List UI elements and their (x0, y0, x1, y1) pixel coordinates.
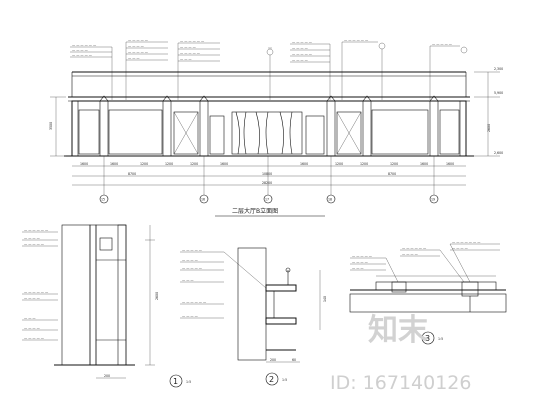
level-label-top: 2,300 (494, 67, 503, 71)
svg-text:— — — —: — — — — (352, 260, 369, 264)
elevation-columns (71, 95, 467, 157)
svg-text:— — — —: — — — — (72, 48, 89, 52)
dim-1: 1600 (80, 162, 88, 166)
dim-2: 1600 (110, 162, 118, 166)
svg-text:— — — — —: — — — — — (180, 51, 201, 55)
elevation-dimension-total: 28200 (72, 181, 466, 186)
detail1-dim-height: 2600 (155, 292, 159, 300)
svg-text:— — — —: — — — — (24, 326, 41, 330)
svg-text:— — —: — — — (24, 316, 36, 320)
svg-text:— — — — —: — — — — — (182, 248, 203, 252)
svg-text:— — — —: — — — — (402, 252, 419, 256)
svg-text:— — — — — —: — — — — — — (24, 228, 49, 232)
detail2-scale: 1:5 (282, 378, 287, 382)
svg-text:— — — — — —: — — — — — — (72, 43, 97, 47)
detail1-label: 1 (173, 377, 178, 386)
svg-text:— — — — —: — — — — — (182, 266, 203, 270)
left-dim-height: 3500 (49, 122, 53, 130)
dim-3: 1200 (140, 162, 148, 166)
svg-text:— — — —: — — — — (24, 296, 41, 300)
axis-label-1: 15 (101, 198, 105, 202)
dim-bay-1: 8700 (128, 172, 136, 176)
dim-6: 1600 (220, 162, 228, 166)
detail3-scale: 1:5 (438, 337, 443, 341)
svg-text:— — — — — —: — — — — — — (180, 39, 205, 43)
dim-12: 1600 (446, 162, 454, 166)
dim-9: 1200 (360, 162, 368, 166)
detail-1-drawing: — — — — — — — — — — — — — — — — — — — — … (22, 224, 191, 388)
svg-text:— — —: — — — (128, 56, 140, 60)
elevation-title: 二层大厅B立面图 (232, 207, 278, 215)
level-label-ceiling: 5,900 (494, 91, 503, 95)
svg-text:— — — —: — — — — (292, 58, 309, 62)
axis-label-5: 19 (431, 198, 435, 202)
dim-total: 28200 (262, 181, 272, 185)
detail2-dim-width: 200 (270, 358, 276, 362)
svg-text:— — — —: — — — — (452, 246, 469, 250)
svg-text:— — —: — — — (180, 57, 192, 61)
dim-bay-2: 10800 (262, 172, 272, 176)
level-label-height: 2600 (487, 124, 491, 132)
svg-text:— — — — —: — — — — — (352, 254, 373, 258)
detail3-label: 3 (425, 334, 430, 343)
detail2-dim-small: 60 (292, 358, 296, 362)
dim-bay-3: 8700 (388, 172, 396, 176)
axis-label-2: 16 (201, 198, 205, 202)
detail1-scale: 1:5 (186, 380, 191, 384)
elevation-left-dims: 3500 (49, 96, 66, 157)
detail2-label: 2 (269, 375, 274, 384)
detail-3-drawing: — — — — — — — — — — — — — — — — — — — — … (349, 240, 507, 345)
svg-text:— — — —: — — — — (182, 314, 199, 318)
elevation-level-marks: 2,300 5,900 2600 2,600 (474, 67, 503, 157)
svg-text:— — — — —: — — — — — (432, 42, 453, 46)
svg-text:— — — — —: — — — — — (292, 40, 313, 44)
axis-label-3: 17 (265, 198, 269, 202)
axis-label-4: 18 (328, 198, 332, 202)
dim-4: 1200 (165, 162, 173, 166)
svg-text:— — — — —: — — — — — (72, 53, 93, 57)
svg-text:— — — — — —: — — — — — — (182, 300, 207, 304)
level-label-floor: 2,600 (494, 151, 503, 155)
dim-8: 1200 (335, 162, 343, 166)
watermark-id: ID: 167140126 (330, 372, 471, 394)
svg-text:— — — — — —: — — — — — — (24, 290, 49, 294)
svg-text:— — — — —: — — — — — (128, 38, 149, 42)
detail2-dim-height: 140 (323, 296, 327, 302)
svg-text:— — — —: — — — — (128, 44, 145, 48)
svg-text:— — — —: — — — — (292, 46, 309, 50)
svg-text:— — — — — —: — — — — — — (402, 246, 427, 250)
elevation-drawing: — — — — — — — — — — — — — — — — — — — — … (49, 38, 503, 217)
elevation-dimension-row-2: 8700 10800 8700 (72, 172, 466, 177)
svg-text:— — — — —: — — — — — (292, 52, 313, 56)
elevation-panels (78, 109, 460, 155)
svg-text:— — — — — — —: — — — — — — — (452, 240, 481, 244)
dim-11: 1600 (420, 162, 428, 166)
dim-7: 1600 (300, 162, 308, 166)
svg-text:— — —: — — — (182, 278, 194, 282)
elevation-dimension-row-1: 1600 1600 1200 1200 1200 1600 1600 1200 … (72, 162, 466, 167)
svg-text:— — — —: — — — — (180, 45, 197, 49)
dim-10: 1200 (390, 162, 398, 166)
svg-text:— — — — —: — — — — — (24, 336, 45, 340)
svg-text:— — — — —: — — — — — (24, 242, 45, 246)
dim-5: 1200 (190, 162, 198, 166)
svg-text:— — — —: — — — — (182, 258, 199, 262)
watermark-logo: 知末 (368, 313, 428, 348)
svg-text:— — —: — — — (352, 266, 364, 270)
elevation-axis-markers: 15 16 17 18 19 (99, 156, 439, 204)
svg-text:— — — — —: — — — — — (128, 50, 149, 54)
detail-2-drawing: — — — — — — — — — — — — — — — — — — — — … (180, 247, 327, 386)
watermark: 知末 ID: 167140126 (330, 313, 471, 394)
svg-text:— — — —: — — — — (24, 236, 41, 240)
detail1-dim-width: 200 (104, 374, 110, 378)
elevation-annotations: — — — — — — — — — — — — — — — — — — — — … (70, 38, 468, 100)
svg-text:— — — — — —: — — — — — — (344, 38, 369, 42)
